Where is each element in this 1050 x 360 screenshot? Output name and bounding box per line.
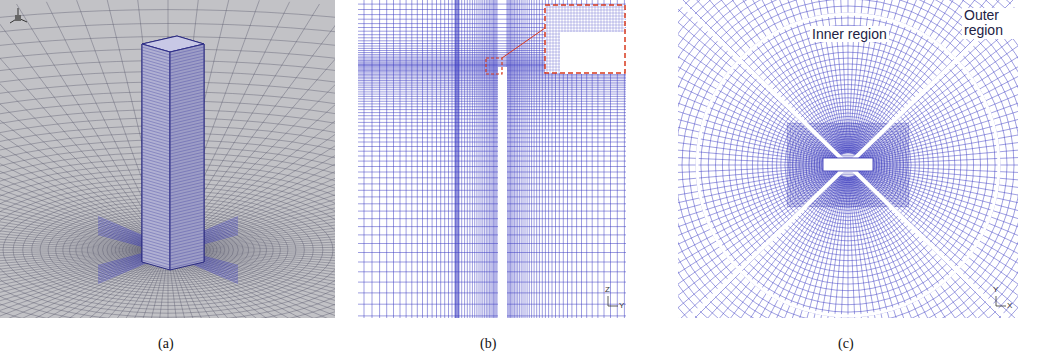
grid-mesh xyxy=(358,0,626,318)
zoom-building xyxy=(560,32,626,74)
zoom-leader xyxy=(502,28,545,58)
building-mesh xyxy=(142,44,204,268)
axis-label: Y xyxy=(993,285,998,294)
axis-triad xyxy=(608,296,618,306)
polar-mesh xyxy=(678,0,1018,318)
axis-triad xyxy=(15,15,21,21)
refined-mesh xyxy=(787,123,908,206)
ground-mesh xyxy=(0,0,335,318)
zoom-source xyxy=(486,58,502,74)
zoom-frame xyxy=(545,5,625,73)
axis-triad xyxy=(10,8,27,23)
region-boundary xyxy=(697,14,999,316)
zoom-mesh xyxy=(545,5,625,73)
panel-label: (a) xyxy=(158,336,174,352)
panel-label: (c) xyxy=(838,336,854,352)
building-plan xyxy=(823,158,873,171)
region-label: Outer region xyxy=(962,8,1018,39)
panel-label: (b) xyxy=(480,336,496,352)
mesh-side-panel xyxy=(358,0,626,318)
axis-label: Z xyxy=(605,285,610,294)
block-boundary xyxy=(678,0,1018,318)
mesh-3d-panel xyxy=(0,0,335,318)
region-label: Inner region xyxy=(810,26,889,42)
axis-label: Y xyxy=(619,301,624,310)
building-section xyxy=(498,67,507,318)
mesh-plan-panel xyxy=(678,0,1018,318)
zoom-inset xyxy=(545,5,625,73)
axis-label: X xyxy=(1007,301,1012,310)
axis-triad xyxy=(996,296,1006,306)
